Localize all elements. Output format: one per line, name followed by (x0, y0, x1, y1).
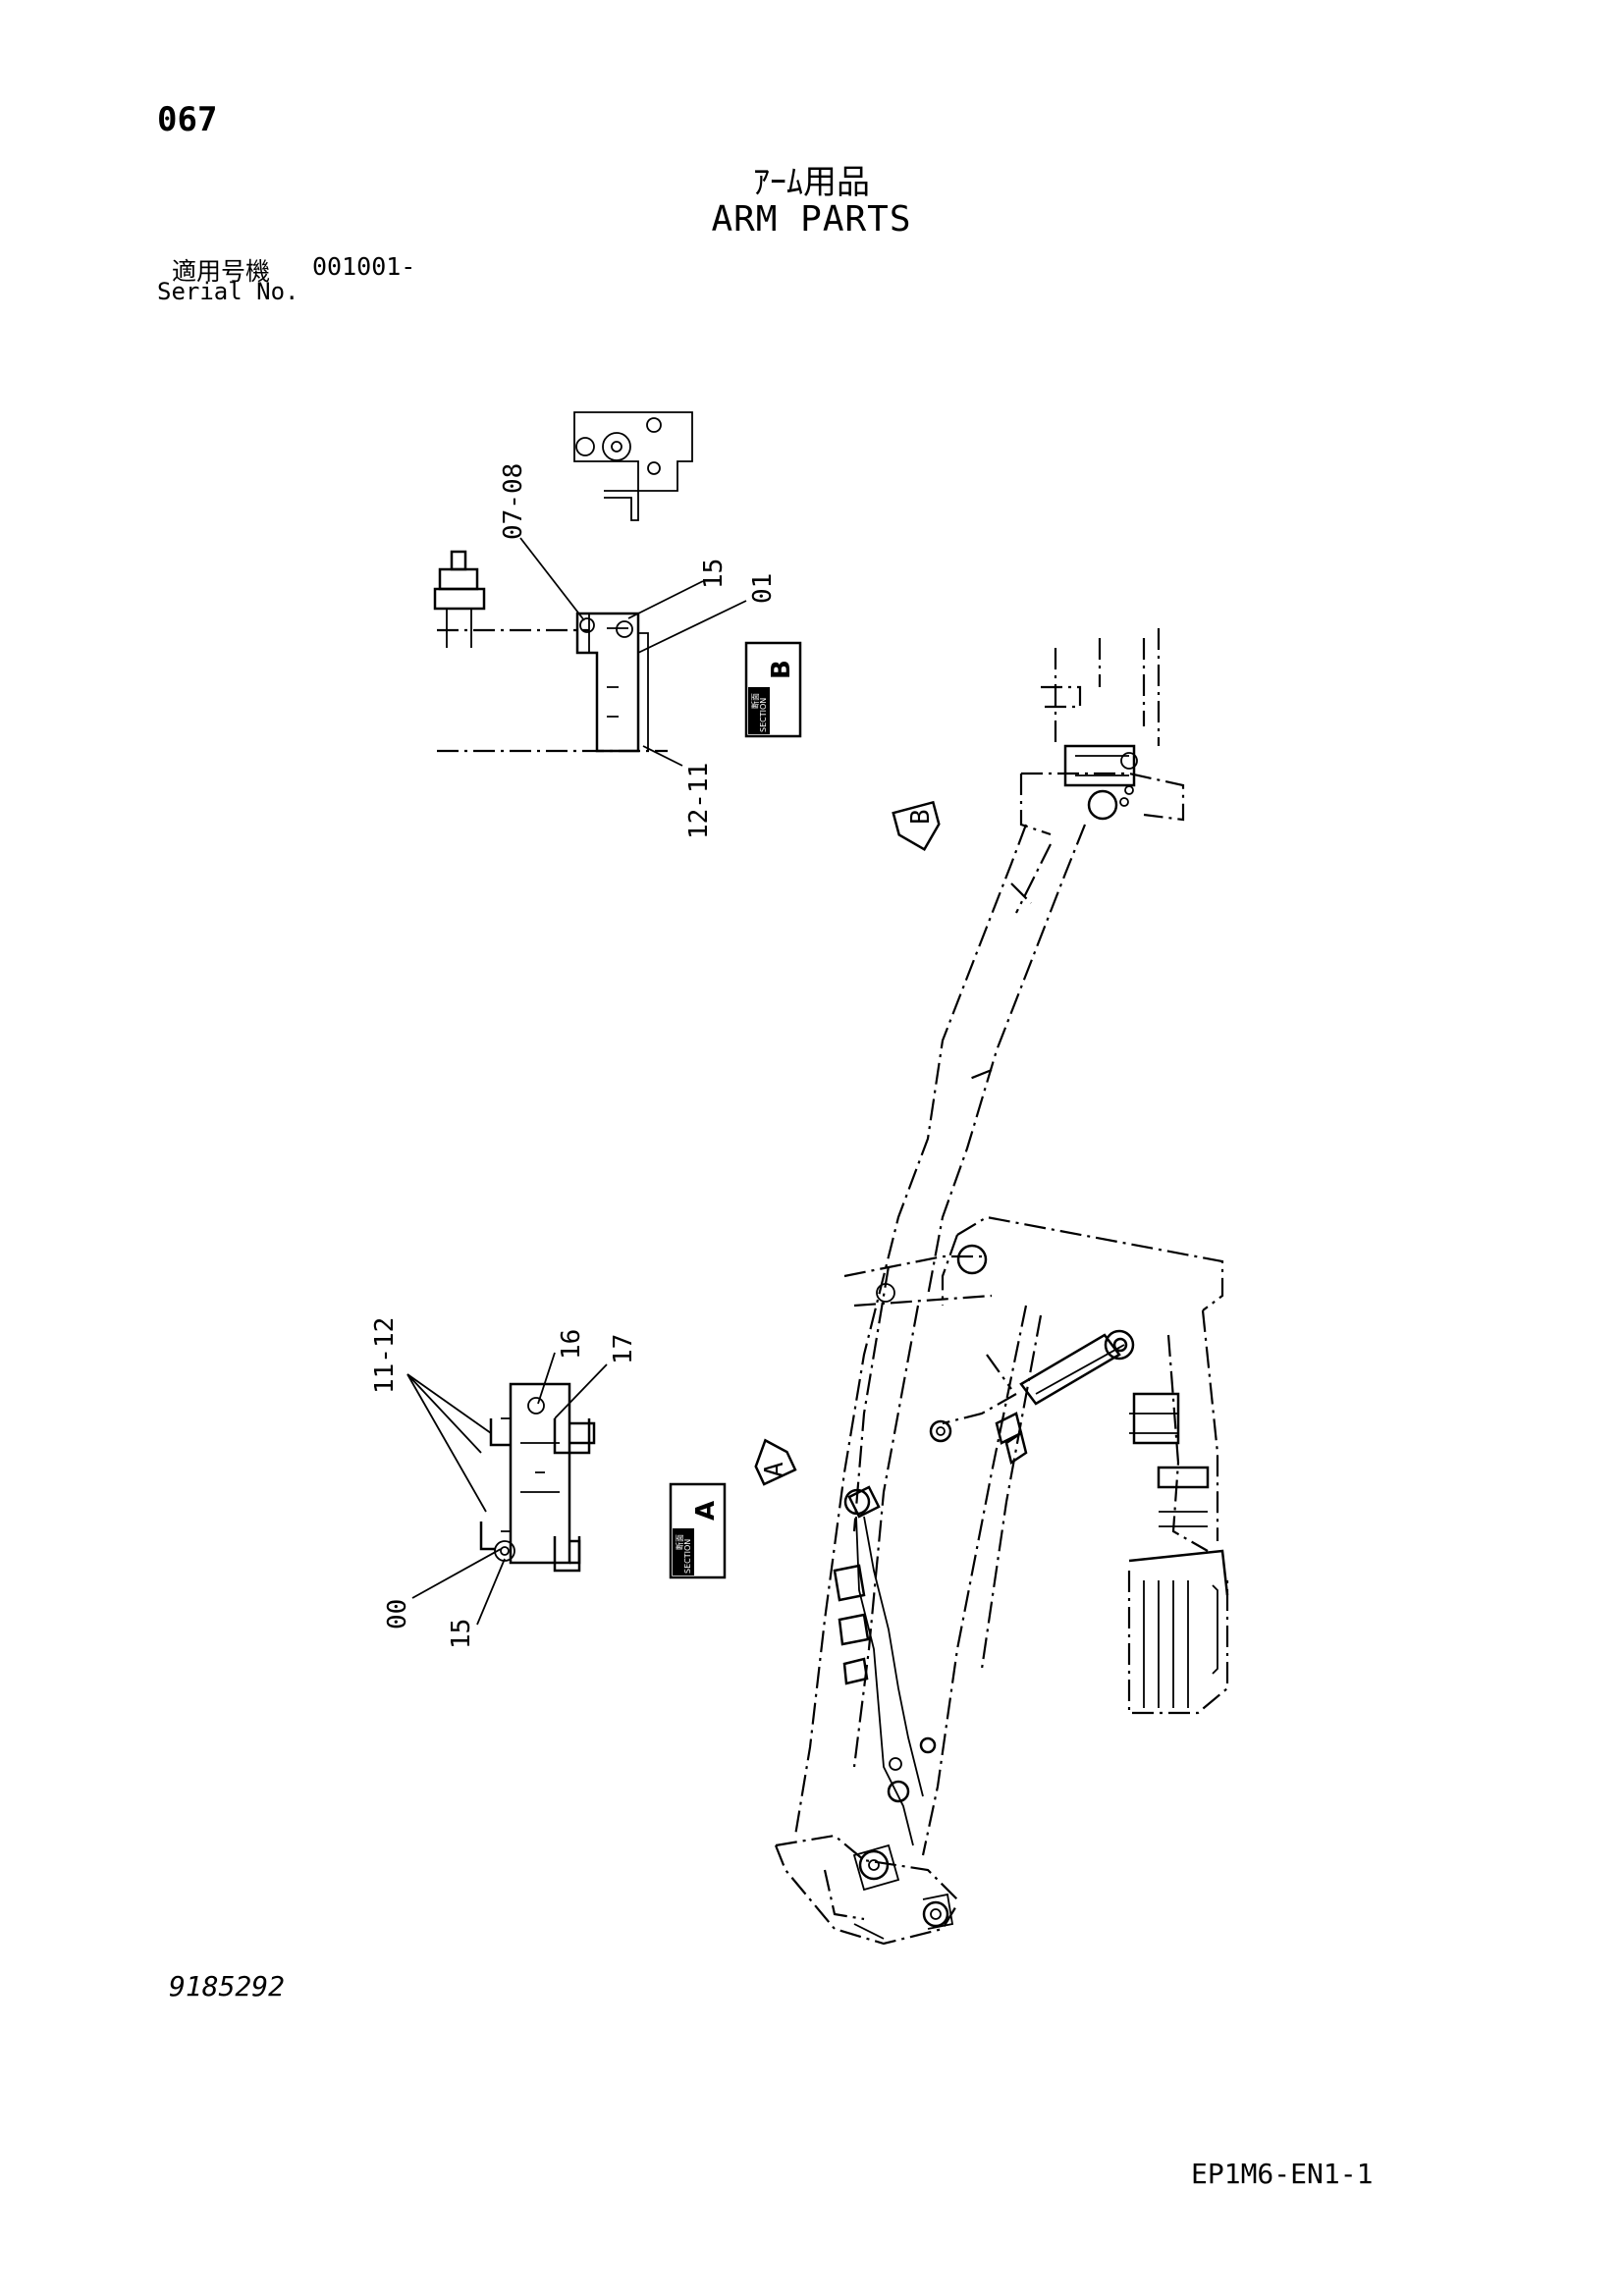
section-b-jp: 断面 (750, 693, 760, 709)
section-a-detail: 11-12 16 17 00 15 (370, 1317, 638, 1649)
serial-number-value: 001001- (312, 252, 416, 281)
callout-15-a: 15 (447, 1619, 476, 1649)
callout-17: 17 (609, 1334, 638, 1364)
view-arrow-a: A (754, 1438, 797, 1486)
callout-07-08: 07-08 (499, 463, 528, 540)
callout-11-12: 11-12 (370, 1317, 400, 1394)
section-b-word: SECTION (759, 698, 768, 732)
section-b-detail: 07-08 15 01 12-11 (433, 411, 778, 839)
title-japanese: ｱｰﾑ用品 (753, 163, 870, 202)
serial-label-japanese: 適用号機 (172, 257, 271, 286)
view-arrow-b: B (892, 800, 941, 851)
callout-12-11: 12-11 (684, 763, 714, 839)
section-a-letter: A (691, 1501, 721, 1521)
callout-16: 16 (557, 1329, 586, 1360)
serial-label-english: Serial No. (157, 278, 299, 305)
drawing-number: 9185292 (169, 1970, 286, 2002)
section-a-jp: 断面 (675, 1534, 684, 1550)
callout-01: 01 (748, 573, 778, 604)
section-a-word: SECTION (683, 1539, 692, 1574)
callout-15-b: 15 (699, 559, 729, 589)
title-english: ARM PARTS (711, 199, 912, 240)
page-number: 067 (157, 100, 218, 139)
view-arrow-a-letter: A (760, 1462, 789, 1477)
view-arrow-b-letter: B (906, 809, 936, 825)
section-a-badge: SECTION 断面 A (669, 1482, 727, 1579)
arm-assembly (774, 628, 1229, 1946)
document-code: EP1M6-EN1-1 (1191, 2158, 1374, 2190)
section-b-badge: SECTION 断面 B (744, 641, 802, 738)
callout-00: 00 (383, 1599, 412, 1629)
section-b-letter: B (767, 660, 796, 679)
